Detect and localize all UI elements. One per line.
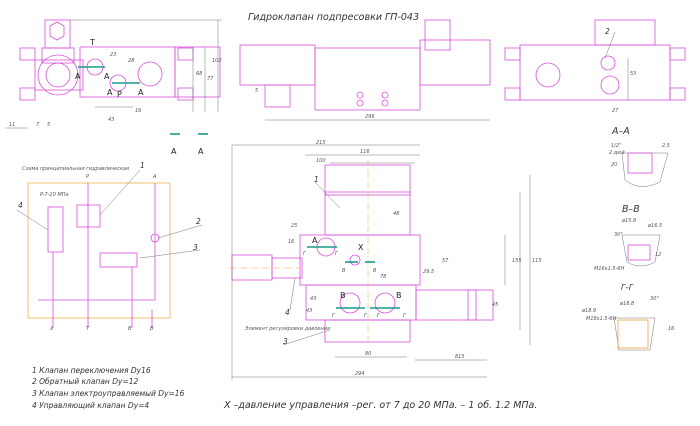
svg-text:A: A bbox=[152, 174, 157, 180]
svg-text:4 Управляющий клапан Dy=4: 4 Управляющий клапан Dy=4 bbox=[32, 401, 149, 410]
main-plan-view: 215 116 100 25 16 48 57 78 29.5 43 80 81… bbox=[230, 140, 542, 380]
svg-text:2 Обратный клапан Dy=12: 2 Обратный клапан Dy=12 bbox=[32, 377, 138, 386]
svg-text:2 дюй: 2 дюй bbox=[609, 150, 625, 156]
svg-text:29.5: 29.5 bbox=[423, 269, 434, 275]
svg-text:X: X bbox=[358, 243, 364, 252]
svg-text:T: T bbox=[86, 326, 90, 332]
svg-text:Г: Г bbox=[335, 251, 339, 257]
svg-text:B: B bbox=[150, 326, 154, 332]
footnote: X –давление управления –рег. от 7 до 20 … bbox=[223, 400, 537, 411]
svg-text:A: A bbox=[312, 236, 318, 245]
svg-text:5: 5 bbox=[255, 88, 258, 94]
svg-text:Элемент регулировки давления: Элемент регулировки давления bbox=[244, 326, 330, 332]
svg-text:Г: Г bbox=[364, 313, 368, 319]
svg-text:B: B bbox=[342, 268, 346, 274]
svg-text:A: A bbox=[138, 88, 144, 97]
svg-text:115: 115 bbox=[532, 258, 542, 264]
svg-text:M16x1.5-6H: M16x1.5-6H bbox=[594, 266, 625, 272]
svg-text:296: 296 bbox=[365, 114, 375, 120]
svg-text:Г: Г bbox=[332, 313, 336, 319]
svg-text:45: 45 bbox=[492, 302, 498, 308]
svg-text:80: 80 bbox=[365, 351, 371, 357]
svg-text:X: X bbox=[49, 326, 54, 332]
drawing-title: Гидроклапан подпресовки ГП-043 bbox=[248, 12, 419, 23]
svg-text:11: 11 bbox=[9, 122, 15, 128]
svg-text:4: 4 bbox=[18, 201, 23, 210]
svg-text:B: B bbox=[396, 291, 402, 300]
svg-text:77: 77 bbox=[207, 76, 214, 82]
svg-text:57: 57 bbox=[442, 258, 449, 264]
svg-text:100: 100 bbox=[316, 158, 326, 164]
svg-text:815: 815 bbox=[455, 354, 465, 360]
svg-text:3: 3 bbox=[193, 243, 198, 252]
svg-text:B: B bbox=[373, 268, 377, 274]
svg-text:7: 7 bbox=[36, 122, 40, 128]
svg-text:215: 215 bbox=[316, 140, 326, 146]
svg-text:Г: Г bbox=[403, 313, 407, 319]
svg-text:ø15.8: ø15.8 bbox=[621, 218, 636, 224]
svg-text:1: 1 bbox=[140, 161, 145, 170]
svg-text:ø16.5: ø16.5 bbox=[647, 223, 662, 229]
svg-text:A–A: A–A bbox=[611, 126, 630, 137]
svg-text:12: 12 bbox=[655, 252, 661, 258]
hydraulic-schematic: Схема принципиальная гидравлическая P-7-… bbox=[16, 161, 203, 332]
section-marks: A A bbox=[170, 133, 208, 156]
svg-text:B: B bbox=[340, 291, 346, 300]
svg-text:27: 27 bbox=[612, 108, 619, 114]
svg-text:P: P bbox=[117, 90, 122, 99]
svg-text:ø18.8: ø18.8 bbox=[619, 301, 634, 307]
svg-text:25: 25 bbox=[291, 223, 297, 229]
svg-text:294: 294 bbox=[355, 371, 365, 377]
svg-text:Схема принципиальная гидравлич: Схема принципиальная гидравлическая bbox=[22, 166, 129, 172]
top-left-view: T P A A A A 11 7 5 43 16 68 77 102 23 28 bbox=[5, 19, 222, 129]
svg-text:28: 28 bbox=[128, 58, 134, 64]
svg-text:2: 2 bbox=[605, 27, 610, 36]
svg-text:A: A bbox=[171, 147, 177, 156]
svg-text:53: 53 bbox=[630, 71, 636, 77]
svg-text:3: 3 bbox=[283, 337, 288, 346]
svg-text:2: 2 bbox=[196, 217, 201, 226]
top-right-view: 2 53 27 bbox=[504, 19, 686, 114]
svg-text:116: 116 bbox=[360, 149, 370, 155]
svg-text:B–B: B–B bbox=[622, 204, 640, 215]
svg-text:P-7-20 MПa: P-7-20 MПa bbox=[40, 192, 69, 198]
svg-text:A: A bbox=[107, 88, 113, 97]
svg-text:30°: 30° bbox=[650, 296, 659, 302]
svg-text:A: A bbox=[198, 147, 204, 156]
svg-text:16: 16 bbox=[288, 239, 294, 245]
svg-text:P: P bbox=[86, 174, 89, 180]
svg-text:T: T bbox=[89, 38, 95, 47]
svg-text:30°: 30° bbox=[614, 232, 623, 238]
svg-text:B: B bbox=[128, 326, 132, 332]
svg-text:102: 102 bbox=[212, 58, 222, 64]
svg-text:48: 48 bbox=[393, 211, 399, 217]
svg-text:1/2": 1/2" bbox=[611, 143, 621, 149]
svg-text:20: 20 bbox=[611, 162, 617, 168]
section-views: A–A 1/2" 2 дюй 2.5 20 B–B ø15.8 ø16.5 30… bbox=[581, 126, 674, 351]
svg-text:5: 5 bbox=[47, 122, 50, 128]
svg-text:1: 1 bbox=[314, 175, 319, 184]
svg-text:M18x1.5-6H: M18x1.5-6H bbox=[586, 316, 617, 322]
svg-text:78: 78 bbox=[380, 274, 386, 280]
svg-text:1 Клапан переключения Dy16: 1 Клапан переключения Dy16 bbox=[32, 366, 151, 375]
svg-text:Г: Г bbox=[377, 313, 381, 319]
svg-text:16: 16 bbox=[668, 326, 674, 332]
svg-text:23: 23 bbox=[110, 52, 116, 58]
svg-text:43: 43 bbox=[310, 296, 316, 302]
svg-text:43: 43 bbox=[108, 117, 114, 123]
svg-text:3 Клапан электроуправляемый: 3 Клапан электроуправляемый Dy=16 bbox=[32, 389, 185, 398]
svg-text:43: 43 bbox=[306, 308, 312, 314]
svg-text:A: A bbox=[75, 72, 81, 81]
svg-text:A: A bbox=[104, 72, 110, 81]
legend: 1 Клапан переключения Dy16 2 Обратный кл… bbox=[32, 366, 185, 410]
svg-text:Г: Г bbox=[303, 251, 307, 257]
svg-text:155: 155 bbox=[512, 258, 522, 264]
svg-text:16: 16 bbox=[135, 108, 141, 114]
svg-text:4: 4 bbox=[285, 308, 290, 317]
svg-text:2.5: 2.5 bbox=[662, 143, 670, 149]
svg-text:ø18.9: ø18.9 bbox=[581, 308, 596, 314]
svg-text:Г–Г: Г–Г bbox=[621, 283, 634, 292]
svg-text:68: 68 bbox=[196, 71, 202, 77]
top-center-view: 296 5 bbox=[239, 19, 491, 121]
